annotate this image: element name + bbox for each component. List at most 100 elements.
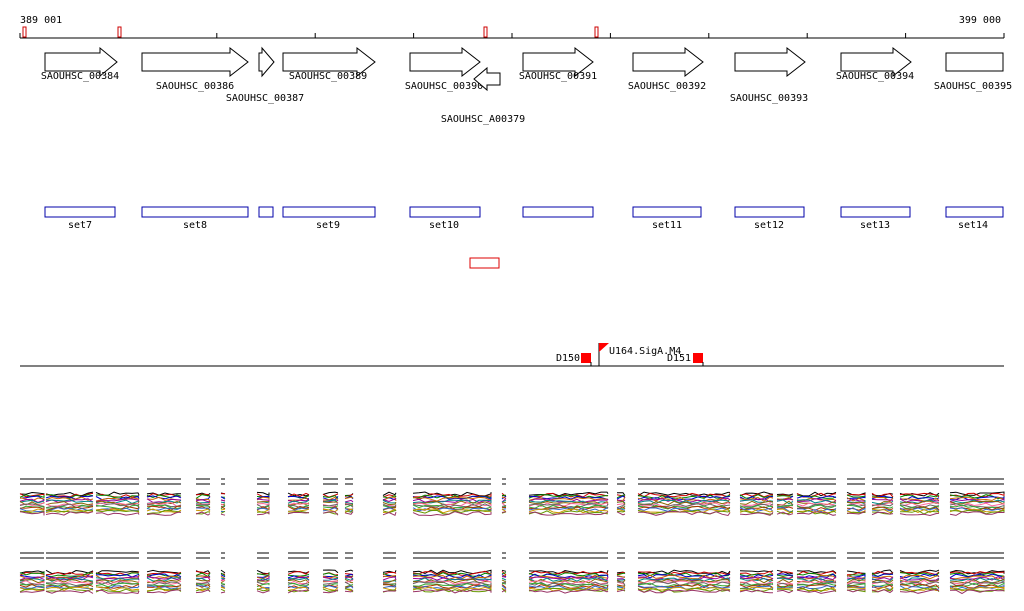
gene-saouhsc-00390[interactable]: SAOUHSC_00390 xyxy=(405,46,483,92)
expression-profile-line xyxy=(146,585,182,590)
expression-profile-line xyxy=(322,575,339,579)
gene-saouhsc-00395[interactable]: SAOUHSC_00395 xyxy=(934,52,1012,92)
expression-profile-line xyxy=(949,572,1005,578)
expression-profile-line xyxy=(146,578,182,584)
set-box-set11[interactable] xyxy=(632,206,702,218)
expression-profile-line xyxy=(256,574,270,580)
set-label: set8 xyxy=(183,220,207,231)
set-box-set10[interactable] xyxy=(409,206,481,218)
expression-profile-line xyxy=(616,575,626,578)
set-box-unlabeled[interactable] xyxy=(522,206,594,218)
gene-arrow[interactable] xyxy=(473,66,501,92)
expression-profile-line xyxy=(220,591,226,594)
expression-profile-line xyxy=(322,491,339,495)
expression-profile-line xyxy=(412,509,492,515)
expression-profile-line xyxy=(949,511,1005,516)
ruler-marker[interactable] xyxy=(22,26,27,38)
ruler-marker[interactable] xyxy=(483,26,488,38)
expression-profile-line xyxy=(637,582,731,588)
expression-profile-line xyxy=(501,577,507,581)
gene-saouhsc-00392[interactable]: SAOUHSC_00392 xyxy=(628,46,706,92)
set-box-set8[interactable] xyxy=(141,206,249,218)
expression-profile-line xyxy=(195,494,210,499)
gene-saouhsc-00389[interactable]: SAOUHSC_00389 xyxy=(282,46,376,82)
set-box-set12[interactable] xyxy=(734,206,805,218)
expression-profile-line xyxy=(846,583,866,587)
set-box-set14[interactable] xyxy=(945,206,1004,218)
gene-arrow[interactable] xyxy=(258,46,275,78)
ruler-marker[interactable] xyxy=(594,26,599,38)
expression-profile-line xyxy=(776,573,794,576)
gene-arrow[interactable] xyxy=(840,46,912,78)
expression-profile-line xyxy=(146,505,181,511)
expression-profile-line xyxy=(412,511,492,517)
expression-profile-line xyxy=(256,574,270,578)
expression-profile-line xyxy=(528,585,609,590)
gene-label: SAOUHSC_00386 xyxy=(156,81,234,92)
expression-profile-line xyxy=(776,574,794,577)
set-box-set13[interactable] xyxy=(840,206,911,218)
expression-profile-line xyxy=(19,511,45,516)
expression-profile-line xyxy=(899,582,940,588)
gene-saouhsc-00391[interactable]: SAOUHSC_00391 xyxy=(519,46,597,82)
gene-saouhsc-00387[interactable]: SAOUHSC_00387 xyxy=(226,46,304,104)
gene-arrow[interactable] xyxy=(945,52,1004,72)
expression-profile-line xyxy=(637,572,731,577)
expression-profile-line xyxy=(146,500,182,505)
gene-arrow[interactable] xyxy=(44,46,118,78)
expression-profile-line xyxy=(382,580,397,582)
expression-profile-line xyxy=(528,509,608,515)
expression-profile-line xyxy=(344,509,354,513)
expression-profile-line xyxy=(528,508,609,514)
gene-saouhsc-00393[interactable]: SAOUHSC_00393 xyxy=(730,46,808,104)
expression-profile-line xyxy=(95,509,140,513)
expression-profile-line xyxy=(195,587,211,592)
expression-profile-line xyxy=(322,511,339,516)
expression-profile-line xyxy=(501,569,507,572)
expression-profile-line xyxy=(739,582,774,586)
promoter-flag-icon[interactable] xyxy=(599,343,609,352)
gene-saouhsc-00386[interactable]: SAOUHSC_00386 xyxy=(141,46,249,92)
gene-saouhsc-00384[interactable]: SAOUHSC_00384 xyxy=(41,46,119,82)
expression-profile-line xyxy=(871,576,894,581)
expression-profile-line xyxy=(195,499,211,503)
set-box-set7[interactable] xyxy=(44,206,116,218)
gene-arrow[interactable] xyxy=(522,46,594,78)
expression-profile-line xyxy=(287,582,310,587)
expression-profile-line xyxy=(616,495,626,500)
deletion-marker-d151[interactable] xyxy=(693,353,703,363)
expression-profile-line xyxy=(19,589,45,593)
expression-profile-line xyxy=(195,503,211,506)
gene-saouhsc-00394[interactable]: SAOUHSC_00394 xyxy=(836,46,914,82)
deletion-marker-d150[interactable] xyxy=(581,353,591,363)
gene-arrow[interactable] xyxy=(141,46,249,78)
gene-arrow[interactable] xyxy=(282,46,376,78)
expression-profile-line xyxy=(796,509,837,514)
expression-profile-line xyxy=(796,502,837,507)
expression-profile-line xyxy=(95,504,140,510)
expression-profile-line xyxy=(949,569,1005,575)
expression-profile-line xyxy=(256,578,270,582)
expression-profile-line xyxy=(256,572,270,577)
gene-arrow[interactable] xyxy=(409,46,481,78)
expression-profile-line xyxy=(220,588,226,592)
gene-arrow[interactable] xyxy=(734,46,806,78)
set-box-set9[interactable] xyxy=(282,206,376,218)
gene-arrow[interactable] xyxy=(632,46,704,78)
expression-profile-line xyxy=(899,588,940,594)
ruler-marker[interactable] xyxy=(117,26,122,38)
set-box-unlabeled[interactable] xyxy=(258,206,274,218)
expression-profile-line xyxy=(528,494,609,499)
expression-profile-line xyxy=(256,501,270,503)
expression-profile-line xyxy=(195,571,211,575)
highlight-region[interactable] xyxy=(469,257,500,269)
expression-profile-line xyxy=(501,572,507,575)
expression-profile-line xyxy=(776,495,794,497)
expression-profile-line xyxy=(617,492,626,496)
gene-saouhsc-a00379[interactable]: SAOUHSC_A00379 xyxy=(441,66,525,125)
expression-profile-line xyxy=(344,575,354,579)
expression-profile-line xyxy=(528,588,609,594)
expression-profile-line xyxy=(871,506,894,511)
expression-profile-line xyxy=(776,497,794,501)
